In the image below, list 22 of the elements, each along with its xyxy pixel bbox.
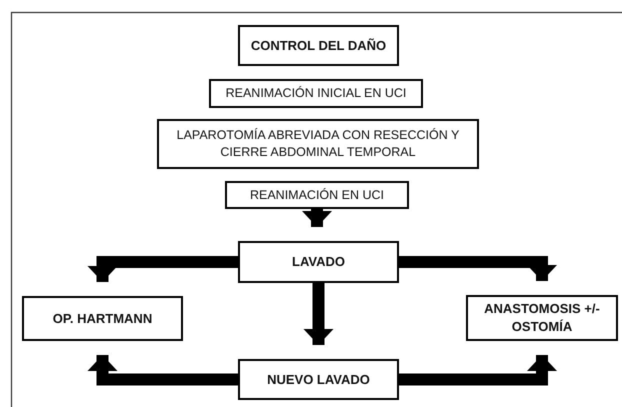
- box-label: LAVADO: [292, 253, 345, 271]
- block-arrow: [302, 209, 332, 227]
- box-label: LAPAROTOMÍA ABREVIADA CON RESECCIÓN Y CIERRE ABDOMINAL TEMPORAL: [176, 127, 460, 161]
- box-label: CONTROL DEL DAÑO: [250, 36, 386, 54]
- block-arrow: [399, 355, 557, 386]
- process-box: [238, 241, 399, 283]
- box-label: REANIMACIÓN INICIAL EN UCI: [226, 85, 406, 102]
- process-box: [157, 119, 479, 169]
- box-label: NUEVO LAVADO: [267, 370, 370, 388]
- box-label: REANIMACIÓN EN UCI: [250, 186, 384, 204]
- box-label: OP. HARTMANN: [52, 310, 152, 328]
- block-arrow: [88, 355, 238, 386]
- process-box: [225, 181, 409, 209]
- block-arrow: [88, 256, 238, 282]
- process-box: [238, 359, 399, 400]
- process-box: [22, 296, 183, 341]
- block-arrow: [304, 283, 334, 345]
- process-box: [466, 295, 618, 341]
- block-arrow: [399, 256, 557, 281]
- process-box: [209, 79, 423, 108]
- box-label: ANASTOMOSIS +/- OSTOMÍA: [483, 300, 601, 336]
- process-box: [238, 25, 399, 66]
